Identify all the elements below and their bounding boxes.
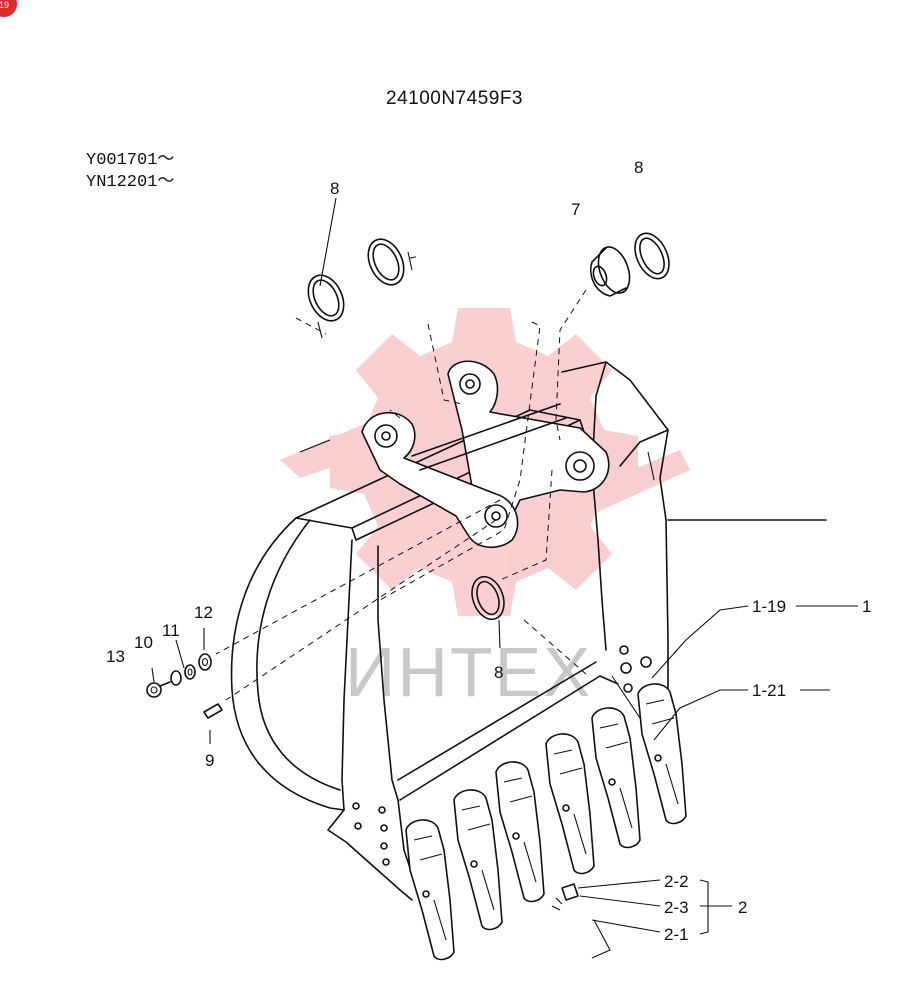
axis-line — [215, 499, 501, 655]
callout-2-3: 2-3 — [664, 898, 689, 917]
o-ring-upper-left-1 — [307, 274, 345, 322]
bucket-body — [230, 361, 827, 901]
callout-8-upper-right: 8 — [634, 158, 643, 177]
washer-10 — [170, 670, 182, 686]
axis-line — [555, 289, 587, 441]
callout-7: 7 — [571, 200, 580, 219]
callout-2-2: 2-2 — [664, 872, 689, 891]
page-badge: 19 — [0, 0, 17, 17]
tooth-pin-assembly — [551, 883, 611, 959]
axis-line — [379, 321, 541, 601]
bolt-13 — [146, 681, 171, 698]
washer-11 — [184, 664, 196, 680]
callout-9: 9 — [205, 751, 214, 770]
callout-12: 12 — [194, 603, 213, 622]
bucket-teeth — [405, 683, 687, 961]
callout-11: 11 — [162, 621, 180, 640]
tooth — [637, 683, 687, 825]
bushing-upper-right — [590, 246, 631, 297]
callout-8-upper-left: 8 — [330, 179, 339, 198]
o-ring-upper-right — [634, 232, 670, 280]
tooth — [591, 707, 641, 849]
callout-1-19: 1-19 — [752, 597, 786, 616]
tooth — [545, 733, 595, 875]
callout-2: 2 — [738, 898, 747, 917]
serial-range-2: YN12201～ — [86, 173, 174, 192]
tooth — [405, 819, 455, 961]
serial-range-1: Y001701～ — [86, 151, 174, 170]
callout-8-middle: 8 — [494, 663, 503, 682]
axis-line — [389, 409, 401, 419]
page-badge-text: 19 — [0, 0, 9, 10]
axis-line — [427, 323, 463, 405]
pin-9 — [203, 703, 223, 719]
o-ring-upper-left-2 — [367, 238, 405, 286]
tooth — [453, 789, 503, 931]
axis-line — [409, 255, 421, 259]
washer-12 — [198, 653, 212, 671]
axis-line — [295, 317, 327, 335]
diagram-title: 24100N7459F3 — [386, 88, 523, 109]
callout-13: 13 — [106, 647, 125, 666]
callout-1: 1 — [862, 597, 871, 616]
bucket-mount-brackets — [299, 360, 610, 549]
watermark-text: ИНТЕХ — [345, 633, 592, 711]
o-ring-middle — [471, 575, 505, 621]
callout-1-21: 1-21 — [752, 681, 786, 700]
leader-lines — [151, 197, 858, 935]
axis-line — [523, 619, 587, 675]
callout-2-1: 2-1 — [664, 925, 689, 944]
callout-10: 10 — [134, 633, 153, 652]
tooth — [495, 761, 545, 903]
axis-line — [499, 469, 553, 581]
